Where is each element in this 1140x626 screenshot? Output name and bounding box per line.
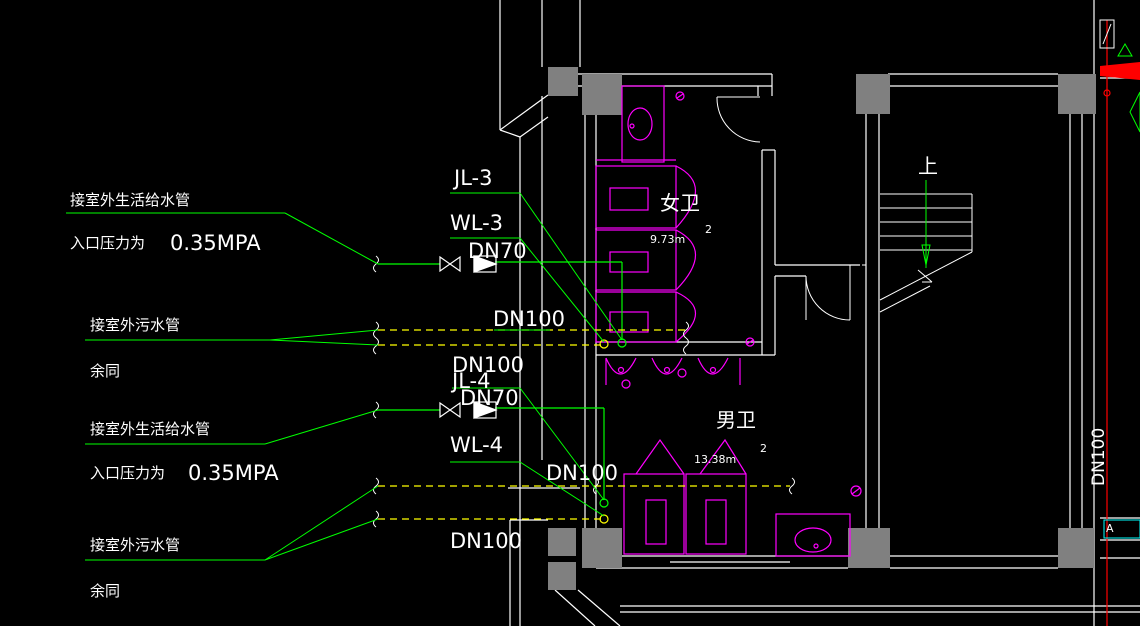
stair-up-label: 上 <box>918 154 938 178</box>
pipe-break-marks <box>373 255 795 528</box>
box-a-label: A <box>1106 522 1114 535</box>
riser-wl3-label: WL-3 <box>450 211 503 235</box>
pipe-dn100-label-1: DN100 <box>493 307 565 331</box>
men-restroom-area: 13.38m <box>694 453 736 466</box>
plumbing-fixtures <box>595 85 862 557</box>
pressure-text-2: 入口压力为 <box>90 464 165 482</box>
leader-lines <box>66 192 623 561</box>
men-restroom-label: 男卫 <box>716 408 756 432</box>
structural-columns <box>548 67 1096 590</box>
pipe-dn70-label-2: DN70 <box>460 386 519 410</box>
axis-lines <box>1100 20 1140 626</box>
stair-direction-arrow <box>921 180 931 268</box>
annotation-labels: 接室外生活给水管 入口压力为 0.35MPA 接室外污水管 余同 接室外生活给水… <box>70 166 1114 600</box>
pipe-dn100-label-4: DN100 <box>450 529 522 553</box>
axis-marker <box>1099 19 1140 539</box>
women-restroom-area-sup: 2 <box>705 223 712 236</box>
supply-inlet-label-2: 接室外生活给水管 <box>90 420 210 438</box>
supply-pipes <box>378 261 623 500</box>
same-note-1: 余同 <box>90 362 120 380</box>
men-restroom-area-sup: 2 <box>760 442 767 455</box>
sewer-label-1: 接室外污水管 <box>90 316 180 334</box>
riser-jl3-label: JL-3 <box>452 166 492 190</box>
riser-points <box>599 338 627 524</box>
same-note-2: 余同 <box>90 582 120 600</box>
door-swings <box>716 96 851 321</box>
pressure-text-1: 入口压力为 <box>70 234 145 252</box>
sewer-label-2: 接室外污水管 <box>90 536 180 554</box>
riser-jl4-label: JL-4 <box>450 369 490 393</box>
riser-wl4-label: WL-4 <box>450 433 503 457</box>
supply-inlet-label-1: 接室外生活给水管 <box>70 191 190 209</box>
valve-symbols <box>439 255 498 419</box>
pipe-dn70-label-1: DN70 <box>468 239 527 263</box>
pressure-value-1: 0.35MPA <box>170 231 261 255</box>
women-restroom-label: 女卫 <box>660 191 700 215</box>
pipe-dn100-label-2: DN100 <box>452 353 524 377</box>
women-restroom-area: 9.73m <box>650 233 685 246</box>
pressure-value-2: 0.35MPA <box>188 461 279 485</box>
pipe-dn100-vertical-label: DN100 <box>1089 428 1109 486</box>
pipe-dn100-label-3: DN100 <box>546 461 618 485</box>
